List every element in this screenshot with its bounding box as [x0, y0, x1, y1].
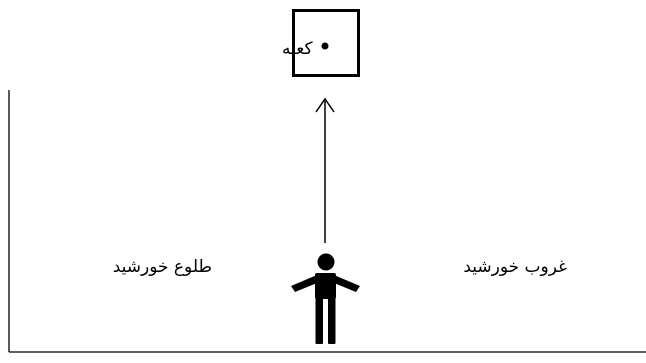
person-icon	[291, 253, 360, 344]
sunrise-label: طلوع خورشید	[113, 257, 212, 277]
kaaba-square	[292, 9, 360, 77]
kaaba-label: کعبه	[282, 39, 313, 59]
kaaba-center-dot	[321, 42, 329, 50]
arrow-head	[315, 97, 335, 113]
qibla-direction-arrow	[315, 97, 335, 243]
kaaba-symbol	[292, 9, 360, 77]
sunset-label: غروب خورشید	[463, 257, 567, 277]
